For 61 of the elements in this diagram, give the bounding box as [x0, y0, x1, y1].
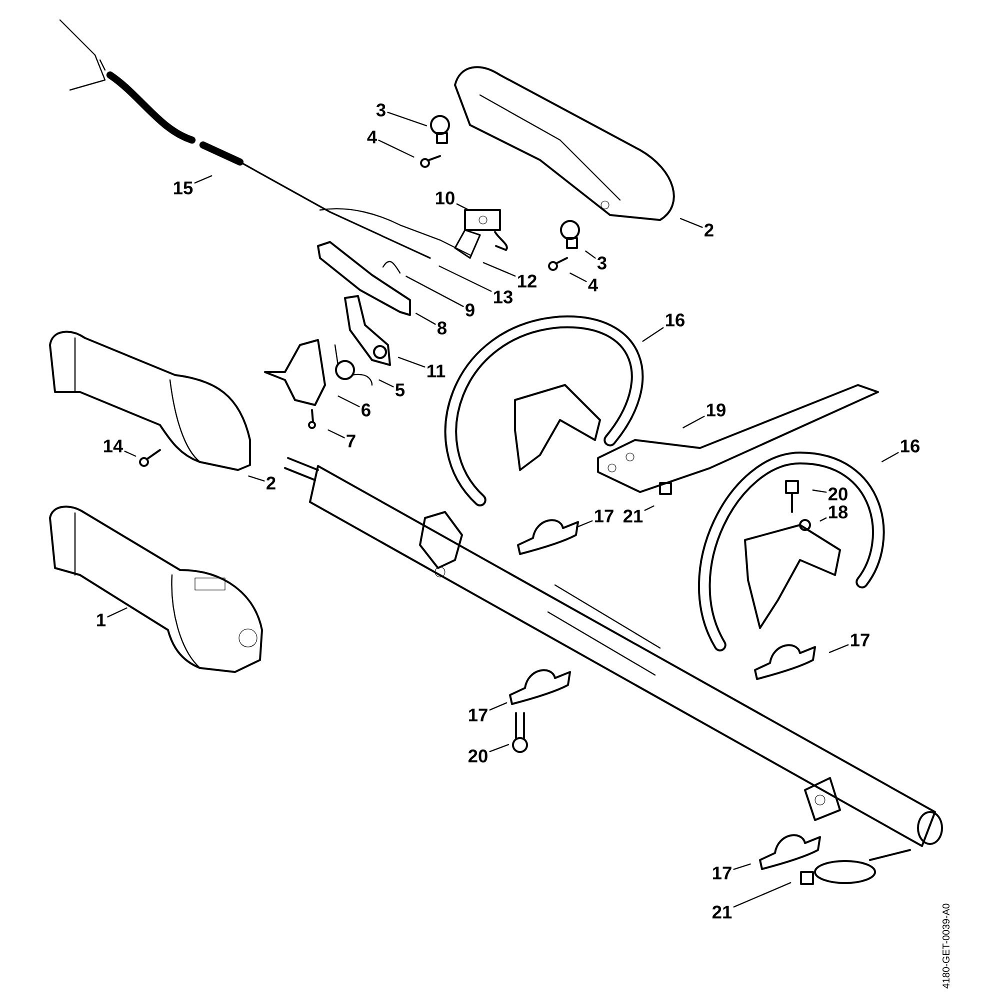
callout-number: 2 — [266, 476, 276, 490]
callout-number: 17 — [468, 708, 488, 722]
callout-number: 5 — [396, 384, 405, 396]
callout-number: 18 — [829, 506, 848, 518]
callout-number: 9 — [466, 304, 474, 316]
leader-line — [328, 429, 345, 438]
leader-line — [733, 882, 792, 908]
leader-line — [585, 250, 596, 259]
leader-line — [489, 744, 510, 752]
leader-line — [576, 520, 593, 528]
leader-line — [107, 607, 128, 618]
callout-number: 13 — [494, 290, 512, 304]
leader-line — [387, 112, 427, 126]
callout-number: 4 — [367, 130, 377, 144]
callout-number: 14 — [104, 440, 124, 452]
callout-number: 21 — [712, 906, 732, 918]
callout-number: 19 — [706, 404, 726, 416]
leader-line — [378, 379, 394, 388]
leader-line — [570, 272, 587, 282]
leader-line — [194, 175, 212, 184]
leader-line — [406, 276, 464, 308]
leader-line — [248, 476, 265, 482]
callout-number: 16 — [666, 314, 684, 326]
callout-number: 3 — [376, 104, 386, 116]
callout-number: 15 — [174, 182, 193, 194]
callout-number: 1 — [97, 614, 106, 626]
leader-line — [642, 327, 664, 342]
leader-line — [882, 452, 899, 462]
callout-number: 7 — [346, 434, 356, 448]
leader-line — [438, 266, 492, 292]
leader-line — [733, 864, 751, 870]
leader-line — [820, 517, 827, 522]
leader-line — [398, 356, 426, 368]
leader-line — [682, 416, 705, 428]
callout-number: 11 — [428, 364, 446, 378]
callout-number: 4 — [588, 278, 598, 292]
callout-number: 10 — [436, 192, 454, 204]
callout-number: 17 — [594, 510, 614, 522]
leader-line — [644, 505, 654, 511]
leader-line — [124, 450, 136, 457]
leader-line — [812, 490, 827, 493]
callout-number: 20 — [468, 750, 488, 762]
leader-line — [378, 140, 414, 158]
leader-line — [828, 644, 849, 653]
leader-line — [338, 396, 360, 408]
callout-number: 20 — [828, 488, 848, 500]
callout-number: 12 — [518, 274, 536, 288]
leader-line — [456, 203, 470, 210]
callout-number: 6 — [362, 404, 370, 416]
callout-number: 16 — [901, 440, 920, 452]
callout-number: 8 — [438, 322, 447, 334]
leader-line — [482, 262, 516, 277]
callout-number: 2 — [704, 224, 714, 236]
callout-number: 21 — [623, 510, 643, 522]
callout-number: 17 — [712, 866, 732, 880]
drawing-number: 4180-GET-0039-A0 — [942, 904, 950, 988]
leader-line — [680, 218, 703, 228]
leader-line — [416, 312, 436, 325]
leader-line — [489, 702, 508, 711]
callout-number: 3 — [597, 256, 606, 270]
callout-number: 17 — [851, 634, 870, 646]
